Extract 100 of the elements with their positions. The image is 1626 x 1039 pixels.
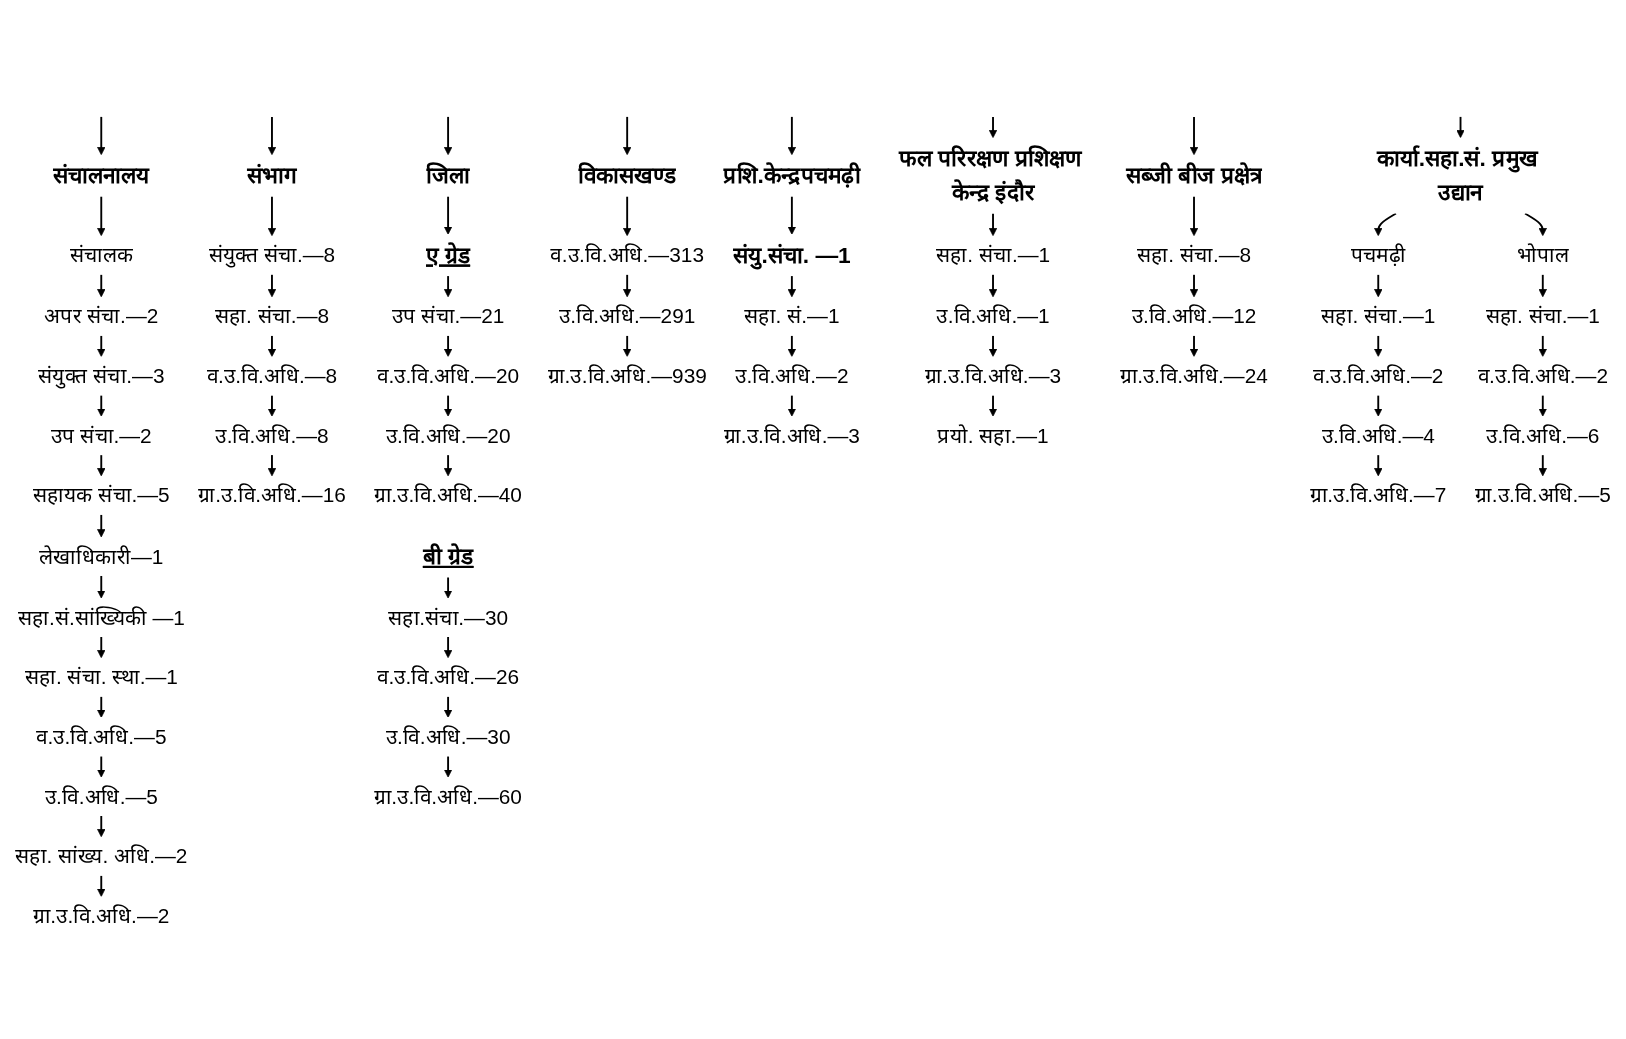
node-text: सहा. सांख्य. अधि.—2 (15, 844, 188, 869)
arrow (1189, 195, 1199, 237)
arrow (97, 874, 106, 897)
node-text: सहा. संचा.—8 (214, 304, 330, 329)
arrow (1189, 273, 1199, 298)
node-text: उ.वि.अधि.—5 (44, 784, 158, 809)
arrow (267, 334, 277, 357)
node-text: लेखाधिकारी—1 (39, 544, 164, 569)
node-text: प्रशि.केन्द्रपचमढ़ी (723, 162, 861, 188)
arrow (787, 394, 797, 417)
arrow (988, 273, 998, 298)
node-text: व.उ.वि.अधि.—8 (206, 364, 338, 388)
arrow (443, 275, 453, 298)
arrow (623, 115, 632, 156)
node-text: व.उ.वि.अधि.—2 (1313, 364, 1444, 388)
node-text: ग्रा.उ.वि.अधि.—7 (1310, 483, 1447, 508)
node-text: व.उ.वि.अधि.—5 (36, 725, 167, 749)
arrow (97, 115, 106, 156)
arrow (623, 334, 632, 357)
arrow (97, 636, 106, 659)
arrow (1189, 115, 1199, 156)
arrow (988, 394, 998, 417)
node-text: संयुक्त संचा.—3 (38, 364, 165, 388)
node-text: व.उ.वि.अधि.—313 (550, 243, 704, 268)
node-text: विकासखण्ड (578, 162, 676, 188)
arrow (443, 755, 453, 778)
node-text: सहा. सं.—1 (744, 304, 840, 329)
node-text: व.उ.वि.अधि.—20 (377, 364, 520, 388)
arrow (97, 394, 106, 417)
arrow (988, 115, 998, 139)
arrow (97, 273, 106, 298)
arrow (97, 195, 106, 237)
node-text: ग्रा.उ.वि.अधि.—16 (198, 483, 346, 508)
node-text: ग्रा.उ.वि.अधि.—24 (1120, 364, 1268, 388)
node-text: उ.वि.अधि.—2 (735, 364, 849, 388)
node-text: सहा. संचा. स्था.—1 (24, 665, 178, 690)
arrow (443, 334, 453, 357)
node-text: अपर संचा.—2 (44, 304, 159, 329)
arrow (1374, 454, 1383, 477)
node-text: उ.वि.अधि.—291 (558, 304, 696, 329)
node-text: सहा. संचा.—1 (1485, 304, 1600, 329)
arrow (97, 815, 106, 838)
arrow (267, 115, 277, 156)
node-text: संयुक्त संचा.—8 (208, 243, 336, 268)
arrow (97, 695, 106, 718)
arrow (97, 513, 106, 538)
arrow (443, 695, 453, 718)
node-text: ए ग्रेड (425, 241, 471, 268)
arrow (1538, 273, 1547, 298)
arrow (1538, 334, 1547, 357)
arrow (443, 195, 453, 235)
node-text: सहा. संचा.—1 (935, 243, 1051, 268)
arrow (1374, 212, 1397, 237)
node-text: उ.वि.अधि.—4 (1321, 423, 1435, 448)
arrow (97, 574, 106, 599)
node-text: संचालक (69, 243, 133, 268)
node-text: संचालनालय (52, 162, 150, 188)
node-text: पचमढ़ी (1350, 243, 1406, 268)
node-text: सहा. संचा.—8 (1136, 243, 1252, 268)
node-text: कार्या.सहा.सं. प्रमुख उद्यान (1376, 145, 1538, 205)
arrow (267, 454, 277, 477)
node-text: उ.वि.अधि.—1 (936, 304, 1050, 329)
node-text: उप संचा.—2 (50, 423, 152, 448)
arrow (787, 275, 797, 298)
node-text: ग्रा.उ.वि.अधि.—5 (1474, 483, 1611, 508)
node-text: व.उ.वि.अधि.—26 (377, 665, 520, 690)
arrow (443, 454, 453, 477)
node-text: ग्रा.उ.वि.अधि.—2 (33, 904, 170, 928)
node-text: सहा.संचा.—30 (388, 605, 509, 630)
node-text: भोपाल (1516, 243, 1569, 268)
node-text: उ.वि.अधि.—6 (1486, 423, 1600, 448)
node-text: व.उ.वि.अधि.—2 (1477, 364, 1608, 388)
node-text: ग्रा.उ.वि.अधि.—40 (374, 483, 522, 508)
node-text: ग्रा.उ.वि.अधि.—3 (924, 364, 1062, 388)
node-text: उ.वि.अधि.—12 (1131, 304, 1257, 329)
node-text: ग्रा.उ.वि.अधि.—3 (723, 423, 860, 448)
arrow (97, 755, 106, 778)
arrow (787, 195, 797, 235)
node-text: बी ग्रेड (422, 543, 474, 569)
arrow (623, 273, 632, 298)
node-text: ग्रा.उ.वि.अधि.—60 (374, 784, 522, 809)
node-text: फल परिरक्षण प्रशिक्षण केन्द्र इंदौर (898, 145, 1081, 205)
node-text: उ.वि.अधि.—20 (385, 423, 511, 448)
node-text: उप संचा.—21 (391, 304, 505, 329)
node-text: उ.वि.अधि.—8 (215, 423, 329, 448)
arrow (1374, 394, 1383, 417)
node-text: प्रयो. सहा.—1 (937, 423, 1049, 448)
arrow (1538, 454, 1547, 477)
arrow (97, 334, 106, 357)
arrow (1456, 115, 1465, 139)
arrow (787, 334, 797, 357)
arrow (267, 394, 277, 417)
arrow (267, 195, 277, 237)
node-text: सब्जी बीज प्रक्षेत्र (1125, 162, 1263, 188)
arrow (988, 334, 998, 357)
arrow (443, 115, 453, 156)
node-text: संभाग (246, 162, 298, 188)
arrow (1189, 334, 1199, 357)
node-text: सहायक संचा.—5 (32, 483, 170, 508)
node-text: ग्रा.उ.वि.अधि.—939 (547, 364, 707, 388)
